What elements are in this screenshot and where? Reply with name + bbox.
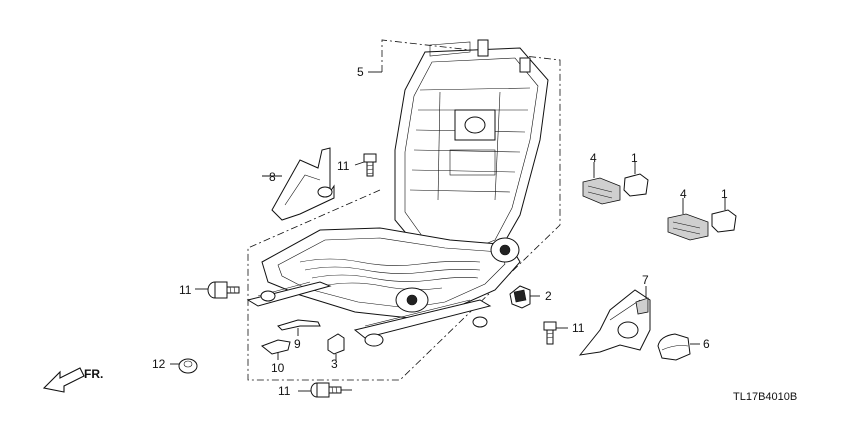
part-4-lower-bracket xyxy=(667,198,709,241)
callout-9: 9 xyxy=(294,337,301,351)
diagram-code: TL17B4010B xyxy=(733,391,797,403)
callout-11-right: 11 xyxy=(572,321,585,335)
part-4-upper-bracket xyxy=(582,162,621,205)
callout-5: 5 xyxy=(357,65,364,79)
callout-6: 6 xyxy=(703,337,710,351)
seat-frame-assembly xyxy=(246,39,549,347)
part-6-knob xyxy=(657,333,700,361)
part-11-bolt-right xyxy=(543,321,568,345)
callout-4-lower: 4 xyxy=(680,187,687,201)
callout-11-upper: 11 xyxy=(337,159,350,173)
callout-8: 8 xyxy=(269,170,276,184)
callout-1-upper: 1 xyxy=(631,151,638,165)
part-10-clip xyxy=(261,339,291,360)
callout-11-left: 11 xyxy=(179,283,192,297)
callout-10: 10 xyxy=(271,361,285,375)
part-11-bolt-left xyxy=(207,281,240,299)
part-12-nut xyxy=(170,358,198,374)
front-direction-label: FR. xyxy=(84,367,103,381)
callout-12: 12 xyxy=(152,357,166,371)
part-8-side-cover xyxy=(262,147,335,221)
part-1-lower-cap xyxy=(711,198,737,233)
part-1-upper-cap xyxy=(623,162,649,197)
part-11-bolt-upper xyxy=(363,153,377,177)
part-3-clip xyxy=(327,333,345,360)
front-direction-arrow: FR. xyxy=(42,367,103,393)
part-9-wire xyxy=(277,319,321,336)
part-11-bolt-bottom xyxy=(310,382,352,398)
callout-4-upper: 4 xyxy=(590,151,597,165)
callout-2: 2 xyxy=(545,289,552,303)
part-2-bracket xyxy=(509,285,540,309)
callout-1-lower: 1 xyxy=(721,187,728,201)
part-7-recliner-cover xyxy=(578,286,651,356)
callout-7: 7 xyxy=(642,273,649,287)
callout-3: 3 xyxy=(331,357,338,371)
callout-11-bottom: 11 xyxy=(278,384,291,398)
assembly-boundary xyxy=(247,39,561,381)
leader-lines xyxy=(195,161,365,392)
